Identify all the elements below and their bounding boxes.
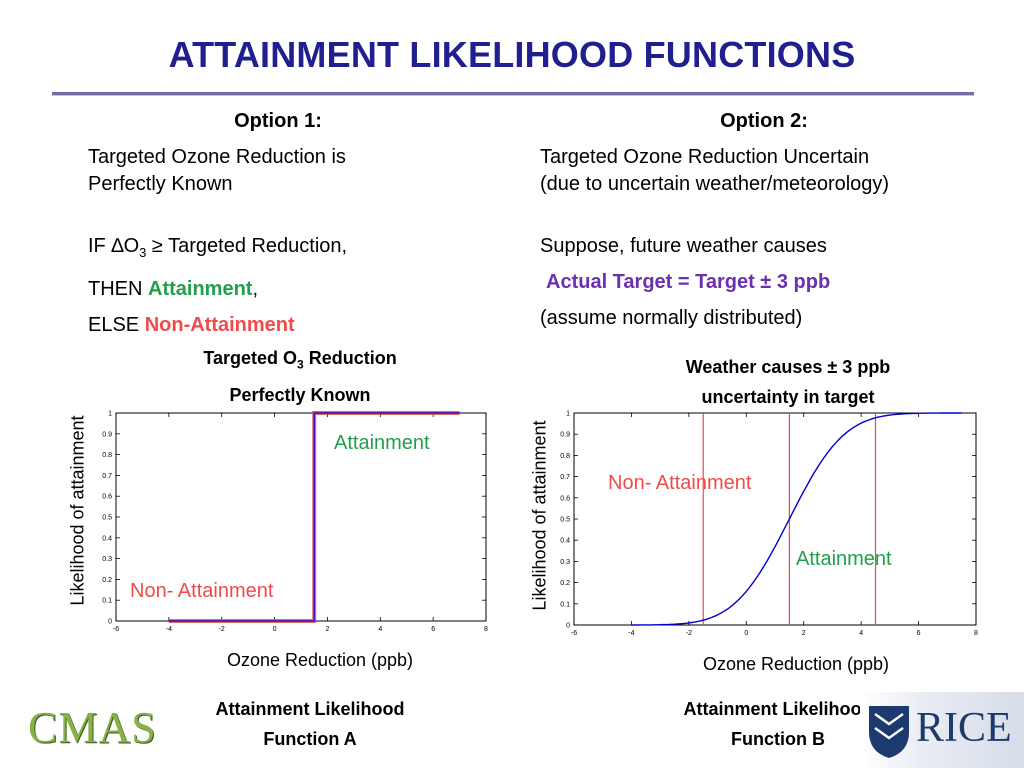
slide-title: ATTAINMENT LIKELIHOOD FUNCTIONS [168, 34, 856, 75]
chartA-title-post: Reduction [303, 348, 397, 368]
then-suffix: , [252, 278, 259, 300]
chartA-ylabel: Likelihood of attainment [67, 415, 88, 606]
chartB-ytick-label: 0 [566, 623, 570, 630]
chartB-title-line2: uncertainty in target [701, 387, 875, 407]
option2-suppose: Suppose, future weather causes [540, 235, 827, 257]
chartA-title: Targeted O3 Reduction Perfectly Known [150, 343, 450, 410]
then-prefix: THEN [88, 278, 148, 300]
chartB-cdf-line [631, 412, 962, 626]
chartA-ytick-label: 0.5 [102, 515, 112, 522]
chartA-ytick-label: 0.2 [102, 577, 112, 584]
chartA-step-line [168, 412, 460, 622]
rice-logo-text: RICE [916, 705, 1012, 751]
chartB-ytick-label: 0.7 [560, 474, 570, 481]
option2-description: Targeted Ozone Reduction Uncertain (due … [540, 144, 889, 198]
chartA-caption-line1: Attainment Likelihood [215, 699, 405, 719]
chartA-ytick-label: 0.7 [102, 473, 112, 480]
option1-logic: IF ∆O3 ≥ Targeted Reduction, THEN Attain… [88, 228, 347, 343]
chartA-attainment-label: Attainment [334, 432, 430, 454]
chartB-xtick-label: 0 [744, 630, 748, 637]
chartB-ytick-label: 0.5 [560, 517, 570, 524]
chartB-caption-line2: Function B [731, 729, 825, 749]
title-divider [52, 92, 974, 96]
chartB-ytick-label: 0.9 [560, 432, 570, 439]
chartA-ytick-label: 0.1 [102, 598, 112, 605]
option1-if-line: IF ∆O3 ≥ Targeted Reduction, [88, 228, 347, 271]
chartA-ytick-label: 0 [108, 619, 112, 626]
option2-line2: (due to uncertain weather/meteorology) [540, 173, 890, 195]
chartA-xtick-label: -4 [166, 626, 172, 633]
chartB-title: Weather causes ± 3 ppb uncertainty in ta… [638, 352, 938, 412]
option1-else-line: ELSE Non-Attainment [88, 307, 347, 343]
chartA-xtick-label: 6 [431, 626, 435, 633]
chartA-xtick-label: -2 [219, 626, 225, 633]
chartA-ytick-label: 1 [108, 411, 112, 418]
chartA-xtick-label: 8 [484, 626, 488, 633]
chartB-non-attainment-label: Non- Attainment [608, 472, 752, 494]
chartB-xtick-label: 8 [974, 630, 978, 637]
chartA-ytick-label: 0.8 [102, 452, 112, 459]
chartB-ylabel: Likelihood of attainment [529, 420, 550, 611]
chartB-xtick-label: -4 [628, 630, 634, 637]
if-prefix: IF [88, 235, 112, 257]
chartA-caption-line2: Function A [263, 729, 357, 749]
chartB-caption: Attainment Likelihood Function B [628, 694, 928, 754]
option1-heading: Option 1: [234, 110, 322, 132]
chartB-title-line1: Weather causes ± 3 ppb [685, 357, 891, 377]
chartA-title-sub: 3 [297, 357, 304, 372]
option1-line1: Targeted Ozone Reduction is [88, 146, 346, 168]
else-prefix: ELSE [88, 314, 145, 336]
chartB-xlabel: Ozone Reduction (ppb) [702, 654, 890, 674]
chartB-xtick-label: -6 [571, 630, 577, 637]
chartA-title-line2: Perfectly Known [229, 384, 371, 405]
chartA-xtick-label: 4 [378, 626, 382, 633]
chartB-ytick-label: 0.6 [560, 495, 570, 502]
chartB-ytick-label: 0.1 [560, 601, 570, 608]
chartB-xtick-label: -2 [686, 630, 692, 637]
chartB-attainment-label: Attainment [796, 548, 892, 570]
chartA-ytick-label: 0.9 [102, 431, 112, 438]
option2-line1: Targeted Ozone Reduction Uncertain [540, 146, 870, 168]
o3-subscript: 3 [139, 245, 147, 260]
rice-shield-icon [869, 706, 909, 758]
option1-line2: Perfectly Known [88, 173, 233, 195]
chartB-xtick-label: 6 [917, 630, 921, 637]
chartB-plot: -6 -4 -2 0 2 4 6 8 0 0.1 0.2 0.3 0.4 0.5 0.6 0.7 0.8 0.9 1 [560, 411, 978, 638]
chartA-ytick-label: 0.4 [102, 535, 112, 542]
chartB-caption-line1: Attainment Likelihood [683, 699, 873, 719]
option2-heading: Option 2: [720, 110, 808, 132]
option2-actual-target: Actual Target = Target ± 3 ppb [546, 271, 831, 293]
chartB-ytick-label: 0.2 [560, 580, 570, 587]
chartB-xtick-label: 2 [802, 630, 806, 637]
chartA-caption: Attainment Likelihood Function A [160, 694, 460, 754]
delta-o3: ∆O [111, 235, 140, 257]
option2-logic: Suppose, future weather causes Actual Ta… [540, 228, 830, 336]
chartB-xtick-label: 4 [859, 630, 863, 637]
chartA-xtick-label: 2 [325, 626, 329, 633]
chartA-non-attainment-label: Non- Attainment [130, 580, 274, 602]
chartA-title-line1: Targeted O3 Reduction [150, 343, 450, 380]
cmas-logo: CMAS [28, 703, 157, 752]
chartA-ytick-label: 0.3 [102, 556, 112, 563]
chartB-frame [573, 412, 977, 626]
chartB-ytick-label: 1 [566, 411, 570, 418]
chartA-xlabel: Ozone Reduction (ppb) [226, 650, 414, 670]
chartA-ytick-label: 0.6 [102, 494, 112, 501]
chartA-plot: -6 -4 -2 0 2 4 6 8 0 0.1 0.2 0.3 0.4 0.5 0.6 0.7 0.8 0.9 1 [102, 411, 488, 634]
chartA-xtick-label: 0 [273, 626, 277, 633]
rice-logo-panel: RICE [860, 692, 1024, 768]
chartB-ytick-label: 0.8 [560, 453, 570, 460]
else-non-attainment: Non-Attainment [144, 314, 295, 336]
option1-description: Targeted Ozone Reduction is Perfectly Kn… [88, 144, 346, 198]
then-attainment: Attainment [148, 278, 253, 300]
chartA-title-pre: Targeted O [203, 348, 297, 368]
chartA-xtick-label: -6 [113, 626, 119, 633]
chartB-ytick-label: 0.3 [560, 559, 570, 566]
option1-then-line: THEN Attainment, [88, 271, 347, 307]
chartB-ytick-label: 0.4 [560, 538, 570, 545]
option2-assume: (assume normally distributed) [540, 307, 803, 329]
if-suffix: ≥ Targeted Reduction, [146, 235, 348, 257]
